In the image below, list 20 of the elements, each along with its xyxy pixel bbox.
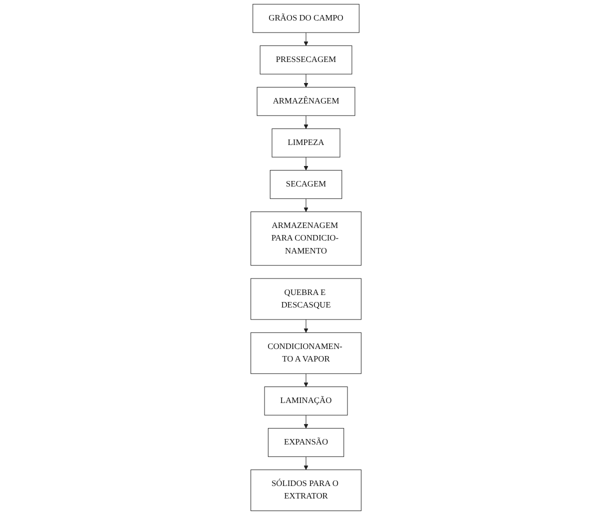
arrow <box>304 32 308 46</box>
node-box: ARMAZENAGEM PARA CONDICIO- NAMENTO <box>250 212 362 266</box>
arrow <box>304 456 308 470</box>
node-box: LAMINAÇÃO <box>264 386 348 416</box>
node-box: LIMPEZA <box>272 128 340 158</box>
node-box: SÓLIDOS PARA O EXTRATOR <box>250 470 362 512</box>
node-box: SECAGEM <box>270 170 342 199</box>
arrow <box>304 156 308 170</box>
arrow <box>304 319 308 333</box>
arrow <box>304 198 308 212</box>
node-box: GRÃOS DO CAMPO <box>252 4 360 33</box>
node-box: ARMAZÊNAGEM <box>256 86 356 116</box>
node-box: CONDICIONAMEN- TO A VAPOR <box>250 332 362 374</box>
node-box: EXPANSÃO <box>268 428 344 457</box>
node-box: PRESSECAGEM <box>260 45 352 74</box>
arrow <box>304 373 308 387</box>
arrow <box>304 115 308 129</box>
arrow <box>304 74 308 88</box>
node-box: QUEBRA E DESCASQUE <box>250 278 362 320</box>
arrow <box>304 414 308 428</box>
